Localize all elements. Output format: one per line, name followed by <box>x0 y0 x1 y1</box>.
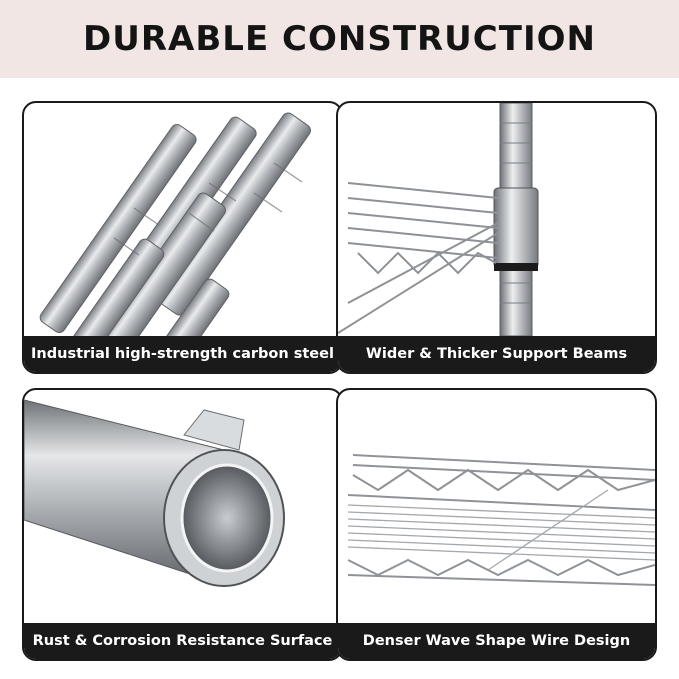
header-banner: DURABLE CONSTRUCTION <box>0 0 679 78</box>
feature-panel-carbon-steel: Industrial high-strength carbon steel <box>22 101 343 374</box>
feature-caption: Wider & Thicker Support Beams <box>338 336 655 372</box>
feature-panel-rust-resistance: Rust & Corrosion Resistance Surface <box>22 388 343 661</box>
tube-cross-section-icon <box>24 399 285 587</box>
feature-caption: Industrial high-strength carbon steel <box>24 336 341 372</box>
feature-caption: Denser Wave Shape Wire Design <box>338 623 655 659</box>
feature-panel-wave-wire: Denser Wave Shape Wire Design <box>336 388 657 661</box>
pole-with-shelf-icon <box>338 103 539 336</box>
steel-tubes-icon <box>39 112 311 336</box>
feature-panel-support-beams: Wider & Thicker Support Beams <box>336 101 657 374</box>
feature-caption: Rust & Corrosion Resistance Surface <box>24 623 341 659</box>
page-title: DURABLE CONSTRUCTION <box>83 19 596 59</box>
wire-shelf-icon <box>347 454 655 586</box>
